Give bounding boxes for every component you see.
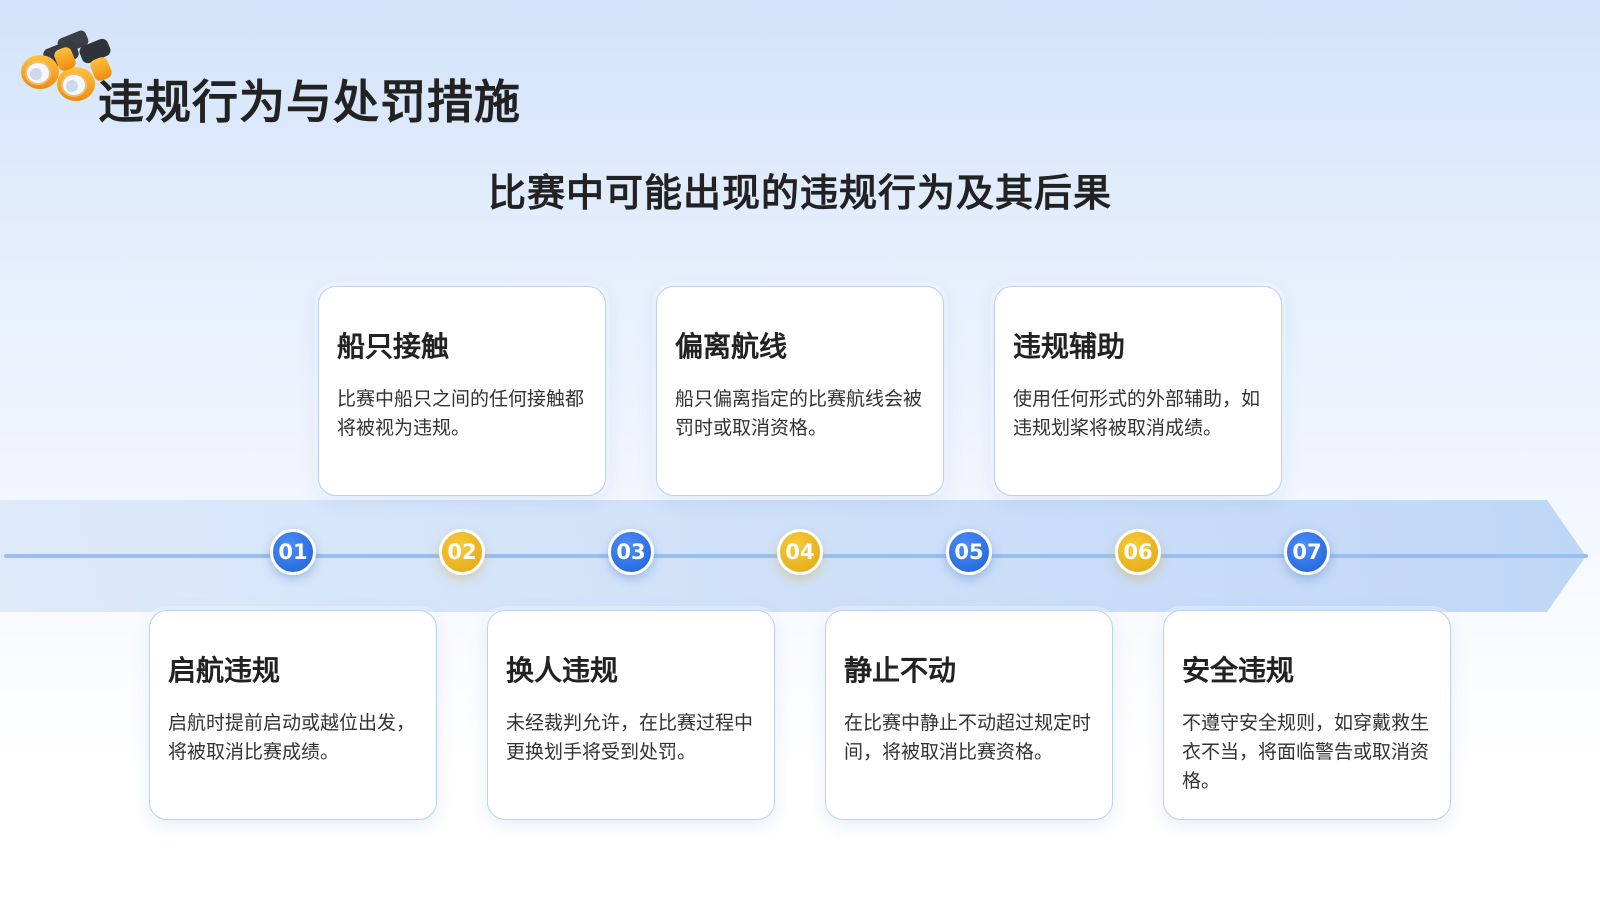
card-02: 船只接触 比赛中船只之间的任何接触都将被视为违规。 [318,286,606,496]
badge-01: 01 [270,529,316,575]
card-description: 启航时提前启动或越位出发，将被取消比赛成绩。 [168,712,416,763]
card-description: 未经裁判允许，在比赛过程中更换划手将受到处罚。 [506,712,754,763]
badge-03: 03 [608,529,654,575]
card-07: 安全违规 不遵守安全规则，如穿戴救生衣不当，将面临警告或取消资格。 [1163,610,1451,820]
badge-06: 06 [1115,529,1161,575]
binoculars-icon [21,30,112,101]
card-description: 在比赛中静止不动超过规定时间，将被取消比赛资格。 [844,712,1092,763]
page-subtitle: 比赛中可能出现的违规行为及其后果 [487,171,1112,215]
card-description: 船只偏离指定的比赛航线会被罚时或取消资格。 [675,388,923,439]
card-title: 启航违规 [168,654,281,687]
card-description: 不遵守安全规则，如穿戴救生衣不当，将面临警告或取消资格。 [1182,712,1430,792]
card-title: 偏离航线 [675,330,788,363]
card-title: 换人违规 [506,654,619,687]
card-06: 违规辅助 使用任何形式的外部辅助，如违规划桨将被取消成绩。 [994,286,1282,496]
page-title: 违规行为与处罚措施 [98,75,521,129]
card-title: 违规辅助 [1013,330,1126,363]
card-description: 比赛中船只之间的任何接触都将被视为违规。 [337,388,585,439]
card-title: 安全违规 [1182,654,1295,687]
card-description: 使用任何形式的外部辅助，如违规划桨将被取消成绩。 [1013,388,1261,439]
badge-02: 02 [439,529,485,575]
badge-04: 04 [777,529,823,575]
card-title: 静止不动 [844,654,957,687]
card-03: 换人违规 未经裁判允许，在比赛过程中更换划手将受到处罚。 [487,610,775,820]
card-01: 启航违规 启航时提前启动或越位出发，将被取消比赛成绩。 [149,610,437,820]
card-04: 偏离航线 船只偏离指定的比赛航线会被罚时或取消资格。 [656,286,944,496]
card-05: 静止不动 在比赛中静止不动超过规定时间，将被取消比赛资格。 [825,610,1113,820]
badge-05: 05 [946,529,992,575]
card-title: 船只接触 [337,330,450,363]
badge-07: 07 [1284,529,1330,575]
